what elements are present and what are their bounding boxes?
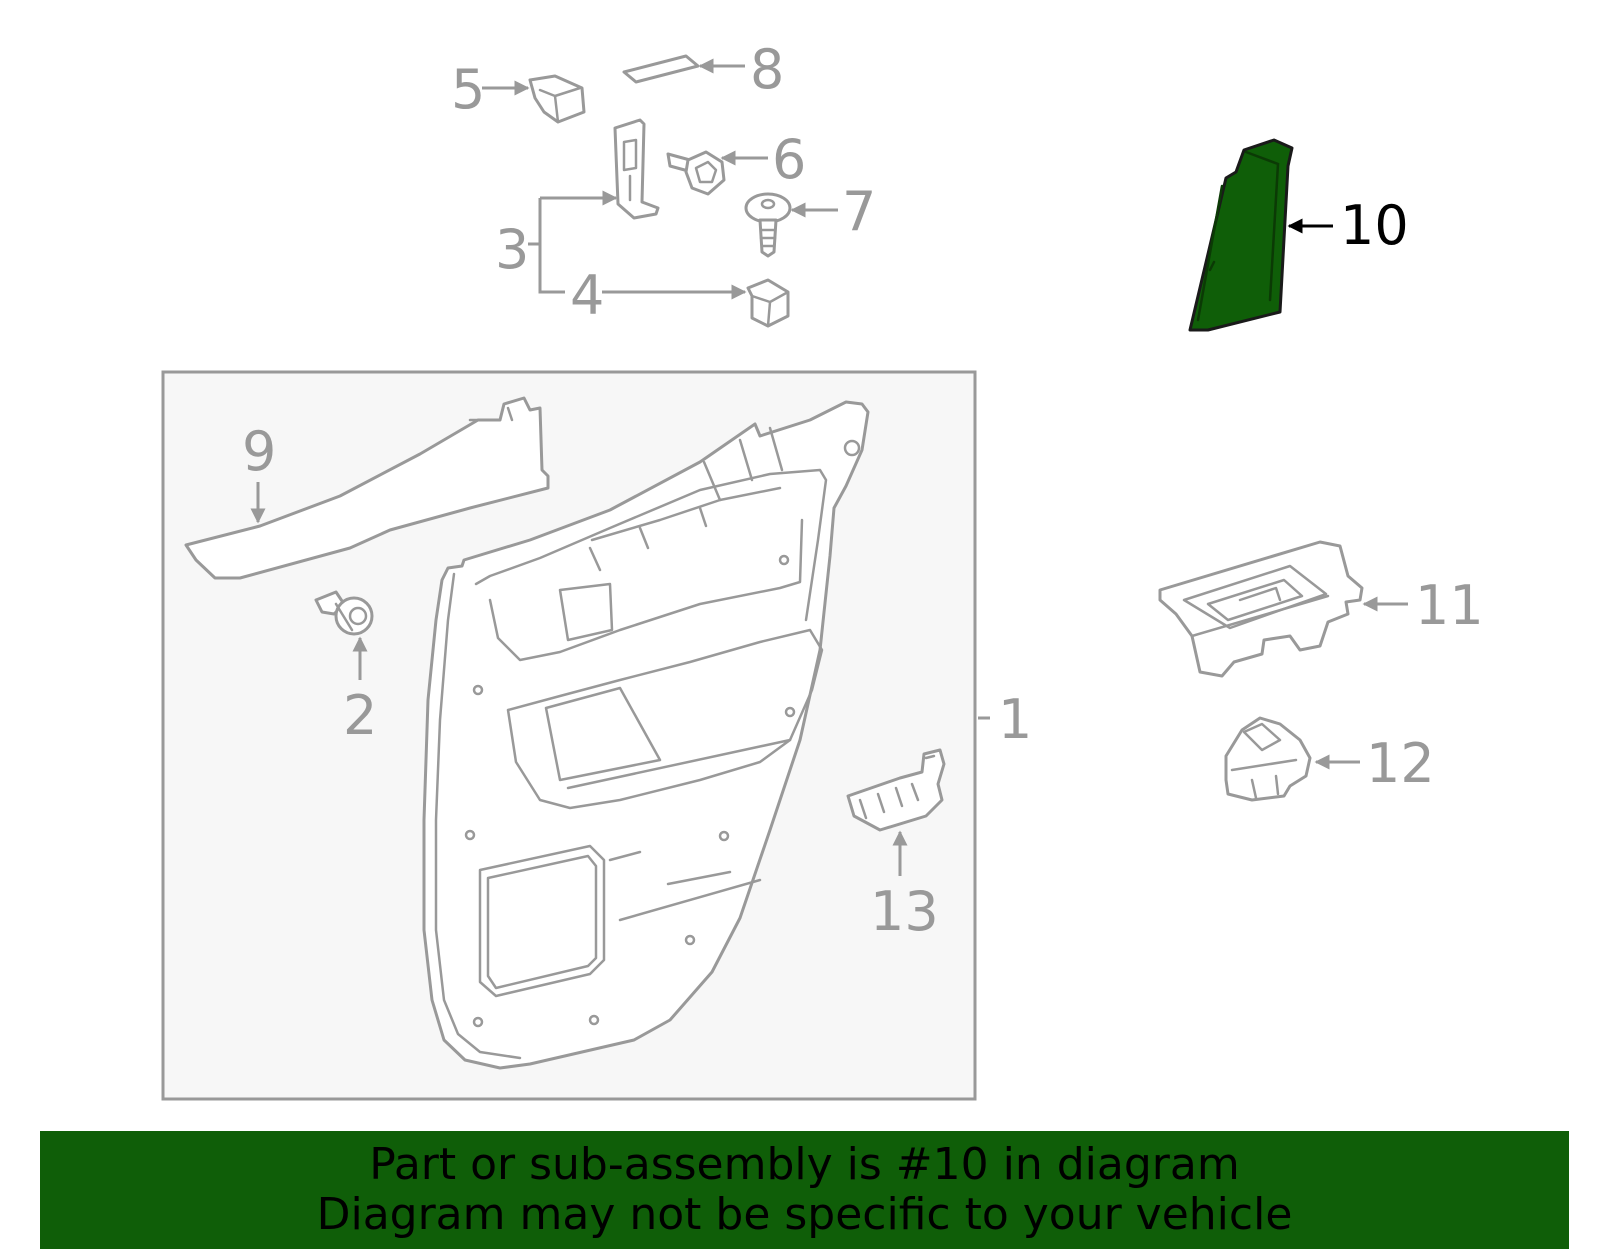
callout-4: 4: [570, 264, 604, 327]
part-11-switch-bezel[interactable]: [1158, 540, 1364, 678]
part-7-bolt[interactable]: [744, 192, 792, 258]
callout-11: 11: [1415, 574, 1484, 637]
callout-12: 12: [1366, 732, 1435, 795]
banner-line-1: Part or sub-assembly is #10 in diagram: [369, 1139, 1240, 1190]
callout-10: 10: [1340, 194, 1409, 257]
part-12-window-switch[interactable]: [1224, 716, 1312, 802]
part-5-clip[interactable]: [528, 74, 586, 124]
part-4-nut[interactable]: [746, 278, 790, 328]
part-8-pad[interactable]: [622, 54, 700, 84]
callout-1: 1: [998, 688, 1032, 751]
callout-8: 8: [750, 38, 784, 101]
part-1-door-trim[interactable]: [422, 400, 870, 1070]
part-9-garnish[interactable]: [184, 396, 550, 580]
part-10-trim-panel[interactable]: [1188, 138, 1294, 332]
part-2-clip[interactable]: [314, 590, 374, 636]
info-banner-bg: [40, 1131, 1569, 1249]
callout-7: 7: [842, 180, 876, 243]
info-banner: Part or sub-assembly is #10 in diagram D…: [40, 1131, 1569, 1249]
callout-6: 6: [772, 128, 806, 191]
callout-5: 5: [451, 58, 485, 121]
banner-line-2: Diagram may not be specific to your vehi…: [316, 1189, 1293, 1240]
callout-3: 3: [495, 218, 529, 281]
part-13-bracket[interactable]: [846, 748, 946, 832]
callout-2: 2: [343, 684, 377, 747]
callout-9: 9: [242, 420, 276, 483]
part-6-screw[interactable]: [666, 150, 726, 196]
callout-13: 13: [870, 880, 939, 943]
part-3-bracket[interactable]: [613, 118, 660, 220]
